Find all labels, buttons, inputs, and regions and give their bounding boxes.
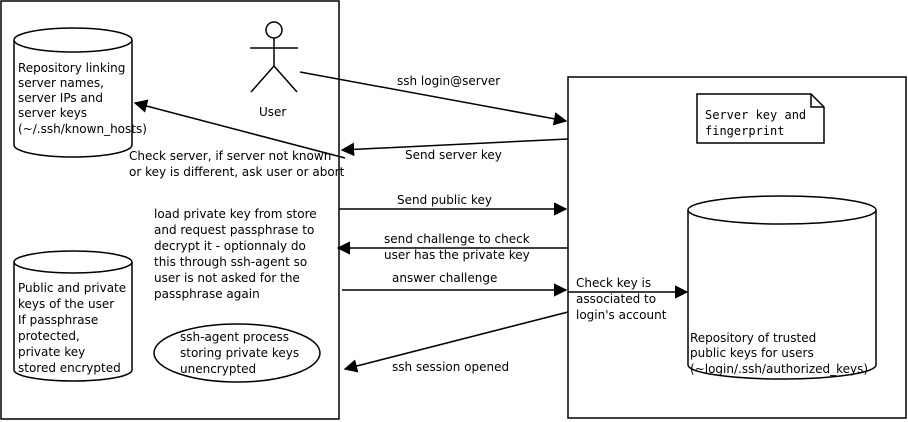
session-message: ssh session opened [392, 360, 509, 374]
load-private-key-note: load private key from store and request … [154, 207, 320, 301]
login-arrow [299, 71, 568, 126]
challenge-message: send challenge to check user has the pri… [384, 232, 534, 262]
check-server-arrow [133, 99, 346, 159]
server-key-arrow [340, 138, 569, 157]
answer-message: answer challenge [392, 271, 497, 285]
ssh-agent-label: ssh-agent process storing private keys u… [180, 330, 303, 376]
session-arrow [343, 311, 569, 373]
login-message: ssh login@server [397, 74, 500, 88]
user-keys-database: Public and private keys of the user If p… [13, 250, 133, 382]
server-key-note-label: Server key and fingerprint [705, 108, 813, 138]
user-label: User [259, 105, 286, 119]
public-key-message: Send public key [397, 193, 492, 207]
check-key-note: Check key is associated to login's accou… [576, 276, 667, 322]
known-hosts-database: Repository linking server names, server … [13, 27, 147, 158]
check-server-note: Check server, if server not known or key… [129, 149, 345, 179]
ssh-agent-process: ssh-agent process storing private keys u… [153, 323, 321, 383]
known-hosts-label: Repository linking server names, server … [18, 61, 147, 136]
server-key-message: Send server key [405, 148, 502, 162]
authorized-keys-database: Repository of trusted public keys for us… [687, 195, 877, 380]
authorized-keys-label: Repository of trusted public keys for us… [690, 331, 868, 376]
client-box [0, 0, 340, 420]
user-actor-icon [250, 21, 298, 93]
user-keys-label: Public and private keys of the user If p… [18, 281, 130, 375]
server-key-note: Server key and fingerprint [696, 93, 825, 144]
